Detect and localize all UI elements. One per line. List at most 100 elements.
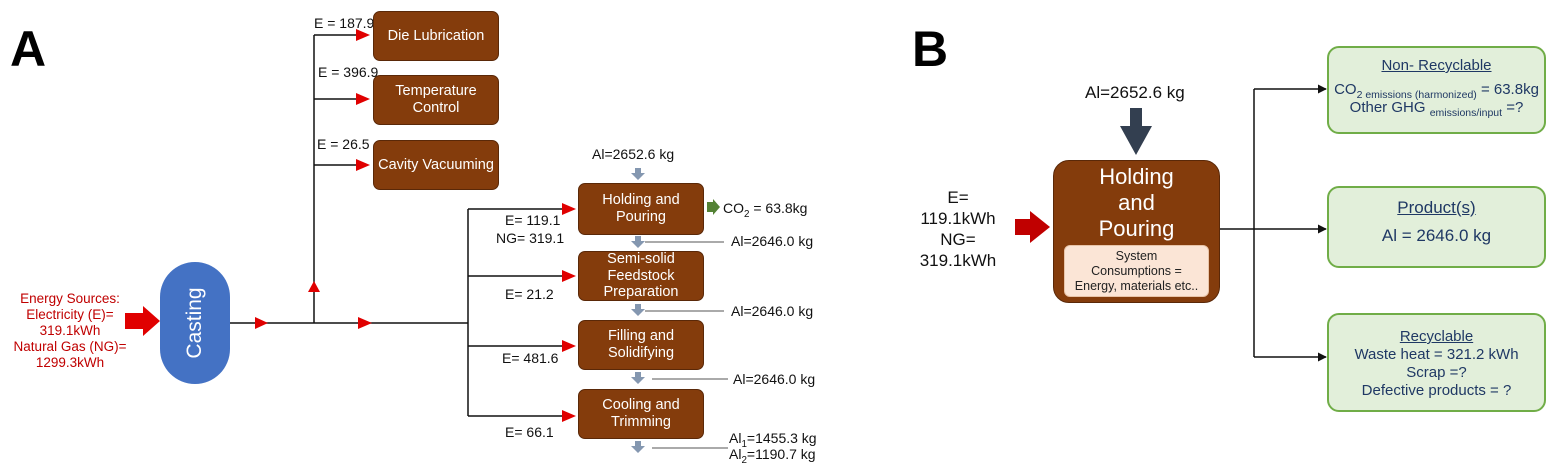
red-arrow bbox=[356, 29, 370, 41]
co2-pre: CO bbox=[1334, 81, 1357, 98]
energy-label: E = 26.5 bbox=[317, 136, 370, 152]
co2-sub: 2 bbox=[744, 208, 750, 220]
energy-sources-line: 319.1kWh bbox=[39, 323, 101, 338]
al-output-label: Al=2646.0 kg bbox=[731, 233, 814, 249]
al-input-label: Al=2652.6 kg bbox=[592, 146, 675, 162]
energy-sources-label: Energy Sources: Electricity (E)= 319.1kW… bbox=[12, 291, 128, 371]
holding-pouring-box: Holding and Pouring bbox=[578, 183, 704, 235]
cooling-trimming-box: Cooling and Trimming bbox=[578, 389, 704, 439]
ghg-line: Other GHG emissions/input =? bbox=[1329, 99, 1544, 122]
energy-sources-line: Natural Gas (NG)= bbox=[13, 339, 127, 354]
co2-arrow bbox=[707, 199, 720, 215]
filling-solidifying-box: Filling and Solidifying bbox=[578, 320, 704, 370]
energy-label: E= 66.1 bbox=[505, 424, 554, 440]
product-title: Product(s) bbox=[1397, 198, 1476, 217]
casting-label: Casting bbox=[183, 287, 206, 359]
al-final-val: =1455.3 kg bbox=[746, 430, 817, 446]
al-final-val: =1190.7 kg bbox=[746, 446, 816, 462]
non-recyclable-title: Non- Recyclable bbox=[1381, 57, 1492, 74]
ghg-sub: emissions/input bbox=[1429, 107, 1503, 119]
system-line: Energy, materials etc.. bbox=[1074, 279, 1199, 293]
box-label: Die Lubrication bbox=[387, 27, 485, 44]
system-line: System bbox=[1115, 249, 1158, 263]
energy-label: E= 21.2 bbox=[505, 286, 554, 302]
box-label: Temperature Control bbox=[395, 83, 477, 116]
energy-label: E= 119.1 bbox=[505, 212, 561, 228]
energy-line: 119.1kWh bbox=[920, 209, 996, 228]
recyclable-box: Recyclable Waste heat = 321.2 kWh Scrap … bbox=[1327, 313, 1546, 412]
co2-prefix: CO bbox=[723, 200, 744, 216]
al-input-label-b: Al=2652.6 kg bbox=[1085, 83, 1185, 102]
panel-a-lines bbox=[230, 34, 566, 417]
al-final-sub: 1 bbox=[741, 438, 747, 450]
box-label: Semi-solid Feedstock Preparation bbox=[603, 251, 679, 301]
product-value: Al = 2646.0 kg bbox=[1381, 226, 1492, 245]
energy-label-b: E= 119.1kWh NG= 319.1kWh bbox=[912, 187, 1004, 271]
energy-label: E = 187.9 bbox=[314, 15, 375, 31]
al-final-pre: Al bbox=[729, 446, 742, 462]
ghg-val: =? bbox=[1502, 99, 1524, 116]
holding-pouring-process-box: Holding and Pouring System Consumptions … bbox=[1053, 160, 1220, 303]
energy-label: E= 481.6 bbox=[502, 350, 559, 366]
co2-sub: 2 emissions (harmonized) bbox=[1356, 89, 1477, 101]
system-line: Consumptions = bbox=[1091, 264, 1182, 278]
product-box: Product(s) Al = 2646.0 kg bbox=[1327, 186, 1546, 268]
energy-input-arrow bbox=[125, 306, 160, 336]
al-output-label: Al=2646.0 kg bbox=[733, 371, 816, 387]
red-arrow bbox=[356, 93, 370, 105]
process-title-line: and bbox=[1118, 190, 1155, 215]
system-consumptions-box: System Consumptions = Energy, materials … bbox=[1064, 245, 1209, 297]
die-lubrication-box: Die Lubrication bbox=[373, 11, 499, 61]
red-arrow bbox=[562, 340, 576, 352]
co2-label: CO2 = 63.8kg bbox=[723, 200, 807, 220]
box-label: Cooling and Trimming bbox=[602, 397, 680, 430]
red-arrow bbox=[562, 203, 576, 215]
red-arrow bbox=[356, 159, 370, 171]
casting-node: Casting bbox=[160, 262, 230, 384]
co2-value: = 63.8kg bbox=[749, 200, 808, 216]
al-output-label: Al=2646.0 kg bbox=[731, 303, 814, 319]
energy-label: NG= 319.1 bbox=[496, 230, 565, 246]
temperature-control-box: Temperature Control bbox=[373, 75, 499, 125]
co2-line: CO2 emissions (harmonized) = 63.8kg bbox=[1329, 81, 1544, 104]
panel-b-label: B bbox=[912, 21, 949, 77]
al-final-label: Al2=1190.7 kg bbox=[729, 446, 816, 466]
energy-sources-line: 1299.3kWh bbox=[35, 355, 105, 370]
energy-arrows bbox=[125, 29, 576, 422]
red-arrow bbox=[358, 317, 372, 329]
red-arrow bbox=[308, 281, 320, 292]
red-arrow bbox=[562, 410, 576, 422]
energy-sources-line: Energy Sources: bbox=[20, 291, 120, 306]
al-final-label: Al1=1455.3 kg bbox=[729, 430, 817, 450]
recyclable-line: Scrap =? bbox=[1406, 364, 1467, 381]
al-final-pre: Al bbox=[729, 430, 742, 446]
recyclable-line: Defective products = ? bbox=[1361, 382, 1512, 399]
box-label: Cavity Vacuuming bbox=[378, 156, 494, 173]
panel-a-label: A bbox=[10, 21, 47, 77]
ghg-pre: Other GHG bbox=[1349, 99, 1430, 116]
recyclable-line: Waste heat = 321.2 kWh bbox=[1354, 346, 1519, 363]
energy-line: 319.1kWh bbox=[919, 251, 997, 270]
process-title-line: Pouring bbox=[1098, 216, 1175, 241]
box-label: Filling and Solidifying bbox=[607, 328, 675, 361]
energy-line: E= bbox=[947, 188, 969, 207]
panel-b-lines bbox=[1220, 84, 1327, 362]
al-input-arrow bbox=[1120, 108, 1152, 155]
energy-sources-line: Electricity (E)= bbox=[26, 307, 114, 322]
feedstock-preparation-box: Semi-solid Feedstock Preparation bbox=[578, 251, 704, 301]
box-label: Holding and Pouring bbox=[602, 192, 680, 225]
co2-val: = 63.8kg bbox=[1476, 81, 1539, 98]
energy-line: NG= bbox=[940, 230, 976, 249]
non-recyclable-box: Non- Recyclable CO2 emissions (harmonize… bbox=[1327, 46, 1546, 134]
process-title-line: Holding bbox=[1099, 164, 1174, 189]
material-arrows bbox=[631, 168, 645, 453]
cavity-vacuuming-box: Cavity Vacuuming bbox=[373, 140, 499, 190]
recyclable-title: Recyclable bbox=[1399, 328, 1474, 345]
panel-a-output-leaders bbox=[645, 241, 728, 449]
red-arrow bbox=[255, 317, 268, 329]
red-arrow bbox=[562, 270, 576, 282]
al-final-sub: 2 bbox=[741, 454, 747, 466]
energy-input-arrow-b bbox=[1015, 211, 1050, 243]
